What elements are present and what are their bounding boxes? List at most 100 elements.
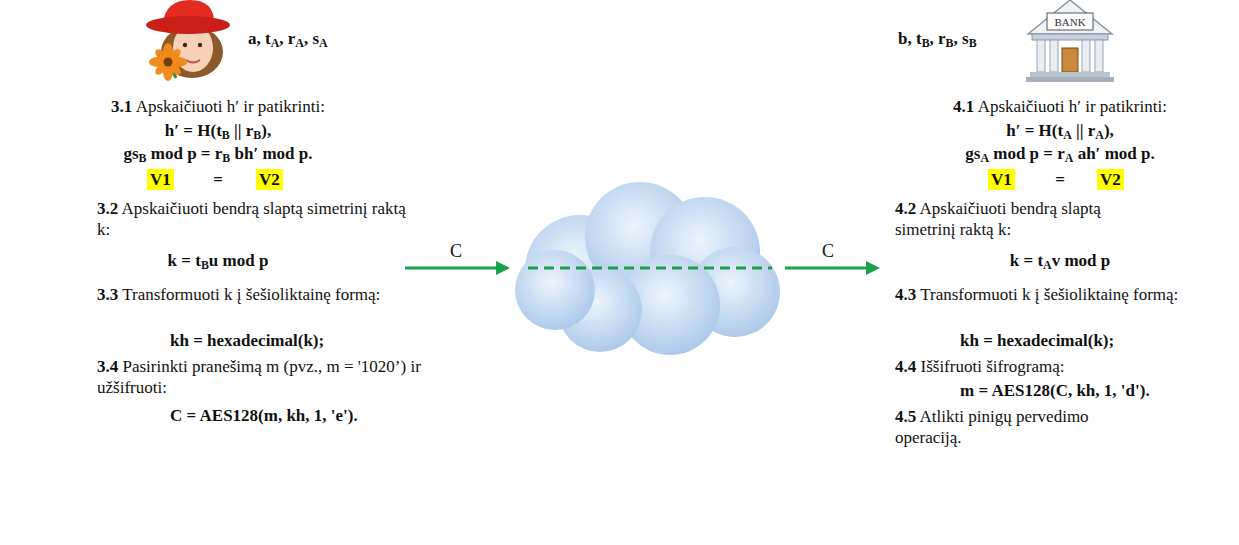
formula: m = AES128(C, kh, 1, 'd'). <box>960 380 1150 401</box>
subscript: B <box>222 128 230 142</box>
highlight-text: V1 <box>991 169 1012 190</box>
formula-part: u mod p <box>209 251 269 270</box>
step-body: Apskaičiuoti h′ ir patikrinti: <box>974 97 1167 116</box>
formula-part: ), <box>1104 121 1114 140</box>
receive-arrow <box>785 267 868 270</box>
step-body: Pasirinkti pranešimą m (pvz., m = '1020’… <box>97 357 421 397</box>
subscript: B <box>222 151 230 165</box>
formula: k = tAv mod p <box>860 250 1239 271</box>
formula-part: ), <box>261 121 271 140</box>
step-text: 4.5 Atlikti pinigų pervedimo operaciją. <box>895 406 1135 449</box>
equals-sign: = <box>18 169 418 190</box>
subscript: B <box>922 36 930 50</box>
dashed-channel <box>528 267 772 270</box>
step-number: 3.3 <box>97 285 118 304</box>
flower-center <box>164 58 173 67</box>
subscript: A <box>1095 128 1104 142</box>
flower <box>149 43 187 81</box>
step-body: Apskaičiuoti h′ ir patikrinti: <box>132 97 325 116</box>
step-text: 3.4 Pasirinkti pranešimą m (pvz., m = '1… <box>97 356 442 399</box>
step-number: 3.4 <box>97 357 118 376</box>
step-body: Transformuoti k į šešioliktainę formą: <box>118 285 380 304</box>
arrow-head <box>866 261 880 275</box>
subscript: B <box>253 128 261 142</box>
hat-brim <box>146 16 230 34</box>
eye <box>198 43 202 47</box>
formula-part: gs <box>965 144 980 163</box>
step-number: 4.2 <box>895 199 916 218</box>
step-number: 3.1 <box>111 97 132 116</box>
step-text: 3.3 Transformuoti k į šešioliktainę form… <box>97 284 387 305</box>
formula-part: h′ = H(t <box>1006 121 1063 140</box>
highlight-box: V2 <box>1097 169 1124 190</box>
formula-part: gs <box>123 144 138 163</box>
highlight-text: V2 <box>1100 169 1121 190</box>
subscript: A <box>1063 128 1072 142</box>
formula-part: mod p = r <box>989 144 1065 163</box>
formula-part: k = t <box>168 251 201 270</box>
formula-part: C = AES128(m, kh, 1, 'e'). <box>170 406 358 425</box>
bank-sign-text: BANK <box>870 15 1239 29</box>
subscript: B <box>139 151 147 165</box>
step-number: 4.5 <box>895 407 916 426</box>
subscript: A <box>1065 151 1074 165</box>
step-text: 4.2 Apskaičiuoti bendrą slaptą simetrinį… <box>895 198 1157 241</box>
step-number: 4.4 <box>895 357 916 376</box>
formula-part: a, t <box>248 29 271 48</box>
formula-part: bh′ mod p. <box>230 144 312 163</box>
subscript: A <box>980 151 989 165</box>
subscript: B <box>969 36 977 50</box>
step-number: 4.1 <box>953 97 974 116</box>
formula: kh = hexadecimal(k); <box>170 330 324 351</box>
subscript: B <box>946 36 954 50</box>
formula-part: mod p = r <box>147 144 223 163</box>
formula-part: h′ = H(t <box>165 121 222 140</box>
mouth <box>186 60 200 63</box>
formula: k = tBu mod p <box>18 250 418 271</box>
formula-part: , s <box>304 29 319 48</box>
formula-part: , s <box>954 29 969 48</box>
highlight-text: V1 <box>150 169 171 190</box>
formula: h′ = H(tA || rA), <box>860 120 1239 141</box>
subscript: A <box>271 36 280 50</box>
formula-part: m = AES128(C, kh, 1, 'd'). <box>960 381 1150 400</box>
formula: C = AES128(m, kh, 1, 'e'). <box>170 405 358 426</box>
formula: kh = hexadecimal(k); <box>960 330 1114 351</box>
step-body: Iššifruoti šifrogramą: <box>916 357 1064 376</box>
ciphertext-label: C <box>822 240 834 263</box>
formula-part: v mod p <box>1052 251 1111 270</box>
formula: gsB mod p = rB bh′ mod p. <box>18 143 418 164</box>
step-body: Apskaičiuoti bendrą slaptą simetrinį rak… <box>97 199 406 239</box>
formula-part: , r <box>930 29 946 48</box>
bank-door <box>1062 48 1078 72</box>
subscript: A <box>319 36 328 50</box>
formula-part: kh = hexadecimal(k); <box>960 331 1114 350</box>
bank-column <box>1050 40 1058 72</box>
step-number: 3.2 <box>97 199 118 218</box>
subscript: B <box>201 258 209 272</box>
eye <box>183 43 187 47</box>
party-keys: b, tB, rB, sB <box>898 28 977 49</box>
bank-column <box>1095 40 1103 72</box>
equals-sign: = <box>860 169 1239 190</box>
step-body: Transformuoti k į šešioliktainę formą: <box>916 285 1178 304</box>
bank-step <box>1026 77 1114 82</box>
formula-part: kh = hexadecimal(k); <box>170 331 324 350</box>
bank-column <box>1037 40 1045 72</box>
arrow-head <box>496 261 510 275</box>
step-text: 3.1 Apskaičiuoti h′ ir patikrinti: <box>18 96 418 117</box>
cloud-part <box>515 250 595 330</box>
step-body: Apskaičiuoti bendrą slaptą simetrinį rak… <box>895 199 1101 239</box>
formula-part: , r <box>279 29 295 48</box>
formula: gsA mod p = rA ah′ mod p. <box>860 143 1239 164</box>
highlight-text: V2 <box>259 169 280 190</box>
bank-column <box>1082 40 1090 72</box>
bank-beam <box>1032 34 1108 40</box>
formula-part: || r <box>230 121 254 140</box>
highlight-box: V2 <box>256 169 283 190</box>
step-text: 4.1 Apskaičiuoti h′ ir patikrinti: <box>860 96 1239 117</box>
subscript: A <box>1043 258 1052 272</box>
step-text: 4.3 Transformuoti k į šešioliktainę form… <box>895 284 1185 305</box>
bank-picture <box>1026 0 1114 82</box>
